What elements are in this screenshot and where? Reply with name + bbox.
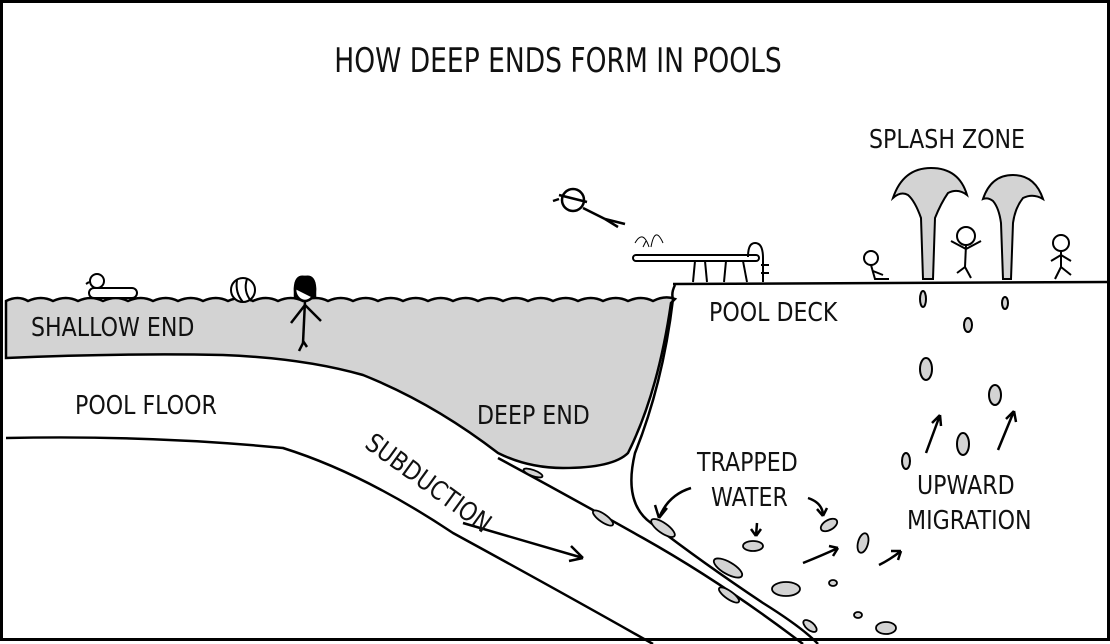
pool-ladder: [747, 241, 769, 282]
pool-cross-section-diagram: [4, 166, 1110, 644]
label-migration: MIGRATION: [907, 506, 1032, 536]
label-water: WATER: [711, 483, 788, 513]
comic-title: HOW DEEP ENDS FORM IN POOLS: [334, 41, 782, 81]
pool-floor-lower-edge: [5, 436, 654, 644]
label-pool-floor: POOL FLOOR: [75, 391, 217, 421]
label-pool-deck: POOL DECK: [709, 298, 838, 328]
label-shallow-end: SHALLOW END: [31, 313, 195, 343]
pool-water: [4, 296, 678, 470]
arrows: [462, 410, 1018, 567]
trapped-water-blobs: [522, 467, 897, 635]
label-splash-zone: SPLASH ZONE: [869, 125, 1026, 155]
subduction-arrow: [462, 521, 584, 563]
deck-surface: [672, 280, 1110, 286]
label-trapped: TRAPPED: [697, 448, 798, 478]
slab-upper-edge: [497, 456, 804, 644]
label-upward: UPWARD: [917, 471, 1015, 501]
splash-kids: [863, 226, 1072, 280]
label-deep-end: DEEP END: [477, 401, 590, 431]
stick-figure-diving: [552, 187, 626, 229]
beach-ball: [230, 277, 256, 303]
rubber-duck-float: [85, 273, 138, 299]
stick-figure-swimmer: [290, 275, 322, 352]
water-geysers: [890, 166, 1045, 470]
pool-deck-edge: [630, 284, 819, 644]
diving-board: [632, 234, 769, 283]
